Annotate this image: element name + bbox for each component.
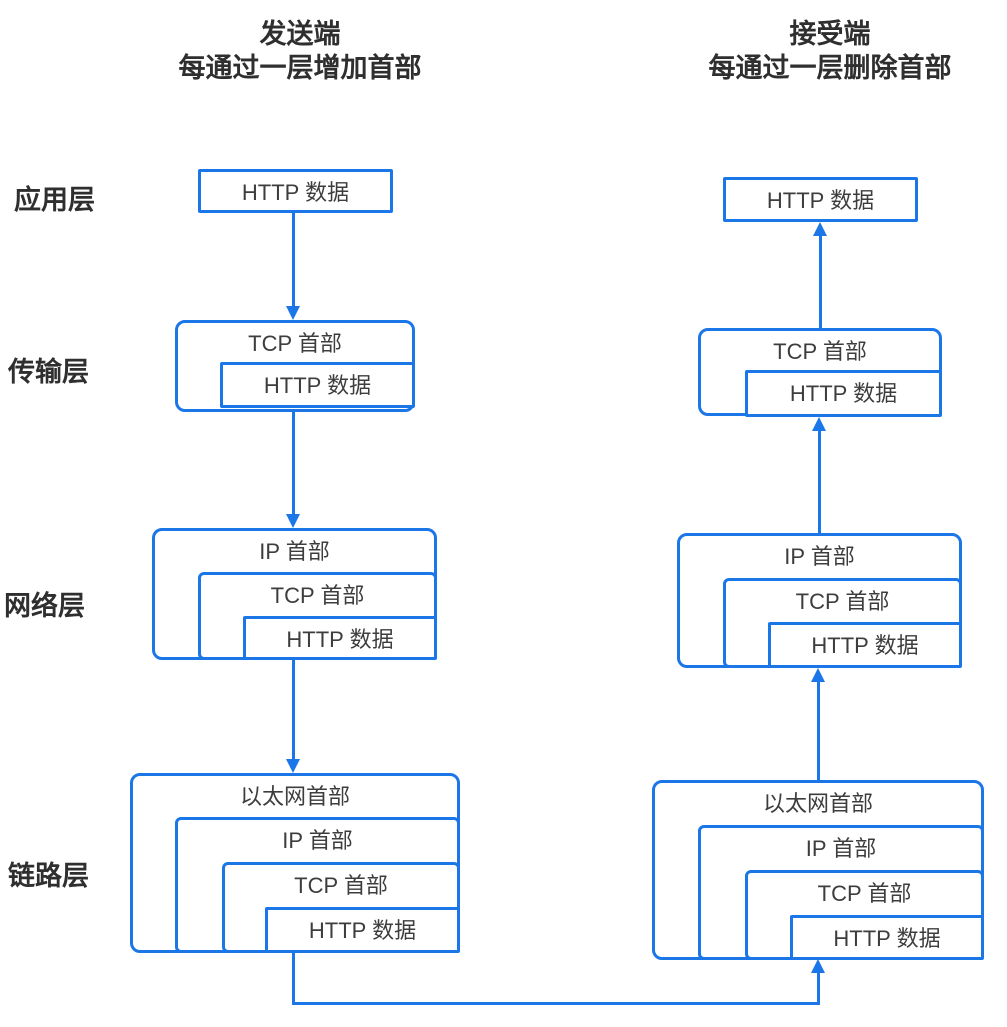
sender-transport-tcp-label: TCP 首部	[248, 331, 342, 356]
sender-title-block: 发送端 每通过一层增加首部	[130, 17, 470, 85]
connector-horizontal-line	[292, 1002, 820, 1005]
receiver-link-ip-label: IP 首部	[805, 836, 877, 861]
receiver-network-http-box: HTTP 数据	[768, 622, 962, 668]
arrow-receiver-network-to-transport-line	[818, 429, 821, 533]
arrow-sender-network-to-link-head-icon	[286, 759, 300, 773]
connector-receiver-head-icon	[811, 959, 825, 973]
arrow-sender-app-to-transport-head-icon	[286, 306, 300, 320]
sender-link-ethernet-label: 以太网首部	[239, 784, 350, 809]
sender-link-ip-label: IP 首部	[282, 828, 353, 853]
arrow-sender-app-to-transport-line	[292, 212, 295, 306]
receiver-app-http-box: HTTP 数据	[723, 177, 918, 222]
sender-link-http-label: HTTP 数据	[308, 918, 417, 943]
sender-subtitle: 每通过一层增加首部	[178, 53, 422, 83]
arrow-receiver-transport-to-app-line	[819, 234, 822, 328]
sender-title: 发送端	[259, 19, 341, 49]
arrow-receiver-transport-to-app-head-icon	[813, 222, 827, 236]
receiver-link-tcp-label: TCP 首部	[817, 881, 912, 906]
receiver-title-block: 接受端 每通过一层删除首部	[660, 17, 1000, 85]
sender-transport-http-label: HTTP 数据	[263, 373, 372, 398]
layer-label-application: 应用层	[14, 185, 95, 215]
sender-link-http-box: HTTP 数据	[265, 907, 460, 953]
receiver-network-ip-label: IP 首部	[784, 544, 855, 569]
sender-network-http-label: HTTP 数据	[286, 627, 394, 652]
arrow-receiver-link-to-network-line	[817, 680, 820, 780]
sender-app-http-box: HTTP 数据	[198, 169, 393, 213]
sender-network-tcp-label: TCP 首部	[270, 583, 365, 608]
receiver-transport-http-box: HTTP 数据	[745, 370, 942, 417]
connector-receiver-rise-line	[817, 972, 820, 1005]
layer-label-link: 链路层	[8, 861, 89, 891]
arrow-sender-transport-to-network-line	[292, 412, 295, 514]
arrow-sender-transport-to-network-head-icon	[286, 514, 300, 528]
layer-label-network: 网络层	[4, 591, 85, 621]
receiver-transport-tcp-label: TCP 首部	[773, 339, 867, 364]
receiver-transport-http-label: HTTP 数据	[789, 381, 898, 406]
receiver-app-http-label: HTTP 数据	[766, 188, 875, 213]
receiver-subtitle: 每通过一层删除首部	[708, 53, 952, 83]
receiver-link-ethernet-label: 以太网首部	[762, 791, 873, 816]
receiver-link-http-box: HTTP 数据	[790, 915, 984, 960]
arrow-receiver-network-to-transport-head-icon	[812, 417, 826, 431]
connector-sender-drop-line	[292, 953, 295, 1005]
sender-transport-http-box: HTTP 数据	[220, 362, 415, 408]
layer-label-transport: 传输层	[8, 357, 89, 387]
arrow-sender-network-to-link-line	[292, 660, 295, 759]
receiver-title: 接受端	[789, 19, 871, 49]
receiver-link-http-label: HTTP 数据	[833, 926, 941, 951]
sender-network-http-box: HTTP 数据	[243, 616, 437, 660]
sender-app-http-label: HTTP 数据	[241, 180, 350, 205]
sender-link-tcp-label: TCP 首部	[294, 873, 388, 898]
arrow-receiver-link-to-network-head-icon	[811, 668, 825, 682]
receiver-network-http-label: HTTP 数据	[811, 633, 919, 658]
sender-network-ip-label: IP 首部	[259, 539, 330, 564]
receiver-network-tcp-label: TCP 首部	[795, 589, 890, 614]
